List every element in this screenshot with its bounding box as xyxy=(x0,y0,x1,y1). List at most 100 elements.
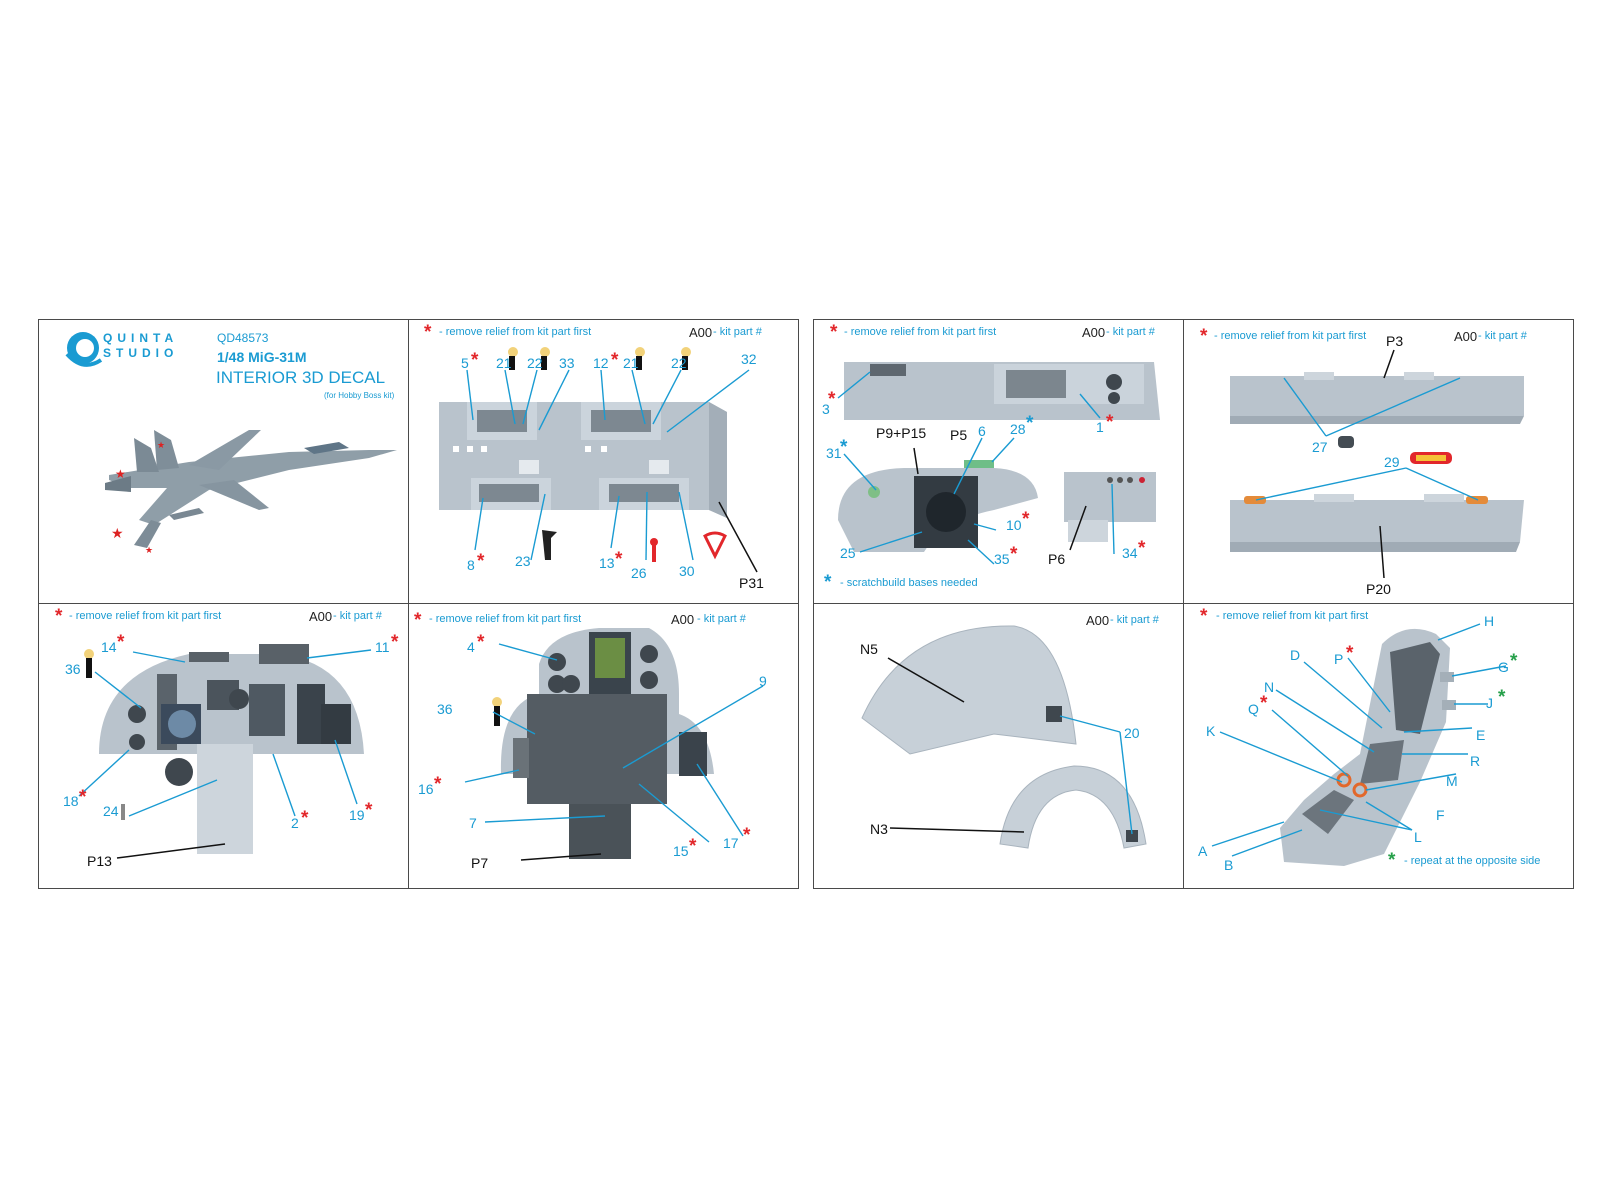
brand-name-line1: QUINTA xyxy=(103,331,179,345)
kit-part-p9-p15: P9+P15 xyxy=(876,425,927,441)
callout-9: 9 xyxy=(759,673,767,689)
remove-relief-note: - remove relief from kit part first xyxy=(429,613,582,625)
panel-ejection-seat: * - remove relief from kit part first H … xyxy=(1184,604,1573,888)
panel-p7: * - remove relief from kit part first A0… xyxy=(409,604,798,888)
kit-part-legend-text: - kit part # xyxy=(1106,326,1155,338)
brand-logo-mark xyxy=(65,332,103,367)
callout-1: 1 xyxy=(1096,419,1104,435)
svg-text:★: ★ xyxy=(157,440,165,450)
red-asterisk: * xyxy=(79,787,87,808)
callout-16: 16 xyxy=(418,781,434,797)
part-36-handle xyxy=(492,697,502,726)
p7-kit-part xyxy=(500,628,714,859)
red-asterisk: * xyxy=(414,610,422,631)
red-asterisk: * xyxy=(434,774,442,795)
callout-3: 3 xyxy=(822,401,830,417)
red-asterisk: * xyxy=(689,836,697,857)
svg-text:★: ★ xyxy=(111,525,124,541)
red-asterisk: * xyxy=(365,800,373,821)
callout-J: J xyxy=(1486,695,1493,711)
callout-28: 28 xyxy=(1010,421,1026,437)
callout-23: 23 xyxy=(515,553,531,569)
part-24-rod xyxy=(121,804,125,820)
remove-relief-note: - remove relief from kit part first xyxy=(844,326,997,338)
p3-kit-part xyxy=(1230,372,1524,424)
p31-kit-part xyxy=(439,402,727,518)
kit-part-legend-code: A00 xyxy=(689,325,713,340)
red-asterisk: * xyxy=(611,350,619,371)
svg-text:★: ★ xyxy=(145,545,153,555)
p20-kit-part xyxy=(1230,494,1524,552)
callout-22: 22 xyxy=(671,355,687,371)
callout-2: 2 xyxy=(291,815,299,831)
callout-4: 4 xyxy=(467,639,475,655)
callout-10: 10 xyxy=(1006,517,1022,533)
red-asterisk: * xyxy=(830,322,838,343)
blue-asterisk: * xyxy=(840,437,848,458)
ejection-seat xyxy=(1280,628,1456,866)
callout-P: P xyxy=(1334,651,1344,667)
kit-part-p5: P5 xyxy=(950,427,968,443)
green-asterisk: * xyxy=(1498,687,1506,708)
kit-part-p13: P13 xyxy=(87,853,112,869)
callout-24: 24 xyxy=(103,803,119,819)
red-asterisk: * xyxy=(1022,509,1030,530)
callout-21: 21 xyxy=(496,355,512,371)
aircraft-illustration: ★ ★ ★ ★ xyxy=(65,332,397,555)
kit-part-legend-text: - kit part # xyxy=(713,326,762,338)
part-29-strip xyxy=(1410,452,1452,464)
part-27-fitting xyxy=(1338,436,1354,448)
red-asterisk: * xyxy=(1138,538,1146,559)
red-asterisk: * xyxy=(1346,643,1354,664)
callout-14: 14 xyxy=(101,639,117,655)
kit-part-p31: P31 xyxy=(739,575,764,591)
callout-30: 30 xyxy=(679,563,695,579)
panel-n5-n3: A00 - kit part # N5 20 N3 xyxy=(814,604,1183,888)
callout-B: B xyxy=(1224,857,1234,873)
p5-diagram xyxy=(837,362,1160,565)
p31-diagram xyxy=(439,347,758,573)
p9-p15-kit-part xyxy=(838,460,1038,552)
repeat-opposite-note: - repeat at the opposite side xyxy=(1404,855,1541,867)
callout-R: R xyxy=(1470,753,1481,769)
leader-lines xyxy=(1255,349,1479,579)
product-title: INTERIOR 3D DECAL xyxy=(216,368,386,387)
product-code: QD48573 xyxy=(217,331,269,345)
callout-11: 11 xyxy=(375,639,390,655)
callout-Q: Q xyxy=(1248,701,1259,717)
n5-kit-part xyxy=(861,625,1077,755)
p13-kit-part xyxy=(99,644,364,854)
callout-32: 32 xyxy=(741,351,757,367)
mig31-aircraft: ★ ★ ★ ★ xyxy=(105,430,397,555)
kit-part-n5: N5 xyxy=(860,641,878,657)
red-asterisk: * xyxy=(828,389,836,410)
p6-kit-part xyxy=(1064,472,1156,542)
kit-part-legend-text: - kit part # xyxy=(333,610,382,622)
panel-divider xyxy=(814,603,1573,604)
panel-p3-p20: * - remove relief from kit part first A0… xyxy=(1184,320,1573,603)
callout-29: 29 xyxy=(1384,454,1400,470)
kit-part-p20: P20 xyxy=(1366,581,1391,597)
callout-7: 7 xyxy=(469,815,477,831)
callout-12: 12 xyxy=(593,355,609,371)
blue-asterisk: * xyxy=(824,572,832,593)
kit-part-n3: N3 xyxy=(870,821,888,837)
kit-part-legend-text: - kit part # xyxy=(1110,614,1159,626)
part-23-lever xyxy=(542,530,557,560)
leader-lines xyxy=(887,657,1133,835)
remove-relief-note: - remove relief from kit part first xyxy=(1214,330,1367,342)
red-asterisk: * xyxy=(424,322,432,343)
kit-part-legend-code: A00 xyxy=(1454,329,1478,344)
panel-divider xyxy=(39,603,798,604)
red-asterisk: * xyxy=(301,808,309,829)
callout-25: 25 xyxy=(840,545,856,561)
kit-part-legend-text: - kit part # xyxy=(1478,330,1527,342)
ejection-seat-diagram xyxy=(1211,623,1507,866)
red-asterisk: * xyxy=(55,606,63,627)
kit-part-p3: P3 xyxy=(1386,333,1404,349)
callout-26: 26 xyxy=(631,565,647,581)
brand-name-line2: STUDIO xyxy=(103,346,179,360)
product-subtitle: (for Hobby Boss kit) xyxy=(324,391,395,400)
part-22-handle xyxy=(540,347,691,370)
callout-L: L xyxy=(1414,829,1422,845)
